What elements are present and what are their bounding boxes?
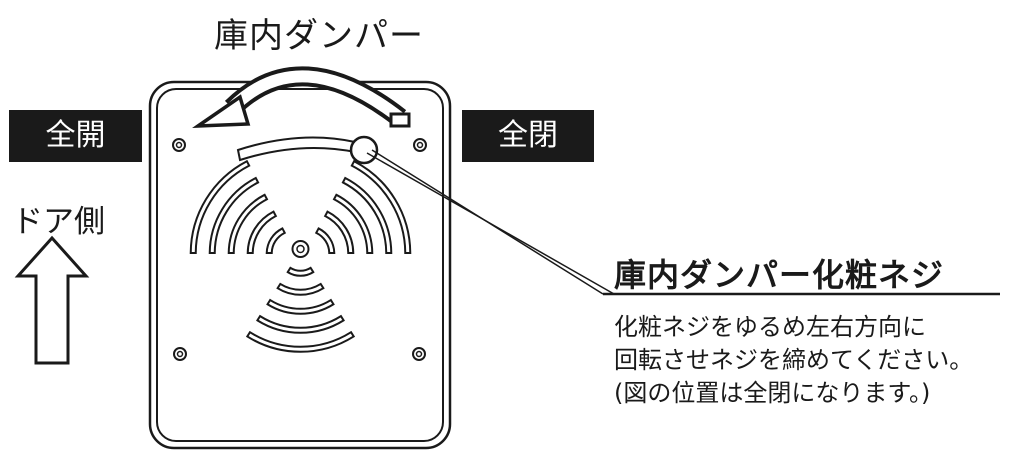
instruction-line-1: 化粧ネジをゆるめ左右方向に xyxy=(614,313,926,341)
corner-screws xyxy=(172,138,427,361)
callout-leader-line xyxy=(366,149,1000,296)
instruction-line-2: 回転させネジを締めてください。 xyxy=(614,346,974,374)
screw-bottom-right-icon xyxy=(412,347,426,361)
door-side-arrow-icon xyxy=(14,235,90,365)
damper-vent-pattern xyxy=(189,159,412,353)
cosmetic-screw-icon xyxy=(349,135,379,165)
screw-top-left-icon xyxy=(172,138,186,152)
screw-bottom-left-icon xyxy=(173,347,187,361)
damper-title: 庫内ダンパー xyxy=(214,16,424,56)
full-open-label: 全開 xyxy=(9,110,142,162)
instruction-line-3: (図の位置は全閉になります。) xyxy=(614,379,931,407)
door-side-label: ドア側 xyxy=(12,204,105,240)
full-closed-label: 全閉 xyxy=(462,110,594,162)
rotation-arrow-icon xyxy=(192,66,411,128)
screw-top-right-icon xyxy=(413,138,427,152)
cosmetic-screw-title: 庫内ダンパー化粧ネジ xyxy=(614,256,945,294)
